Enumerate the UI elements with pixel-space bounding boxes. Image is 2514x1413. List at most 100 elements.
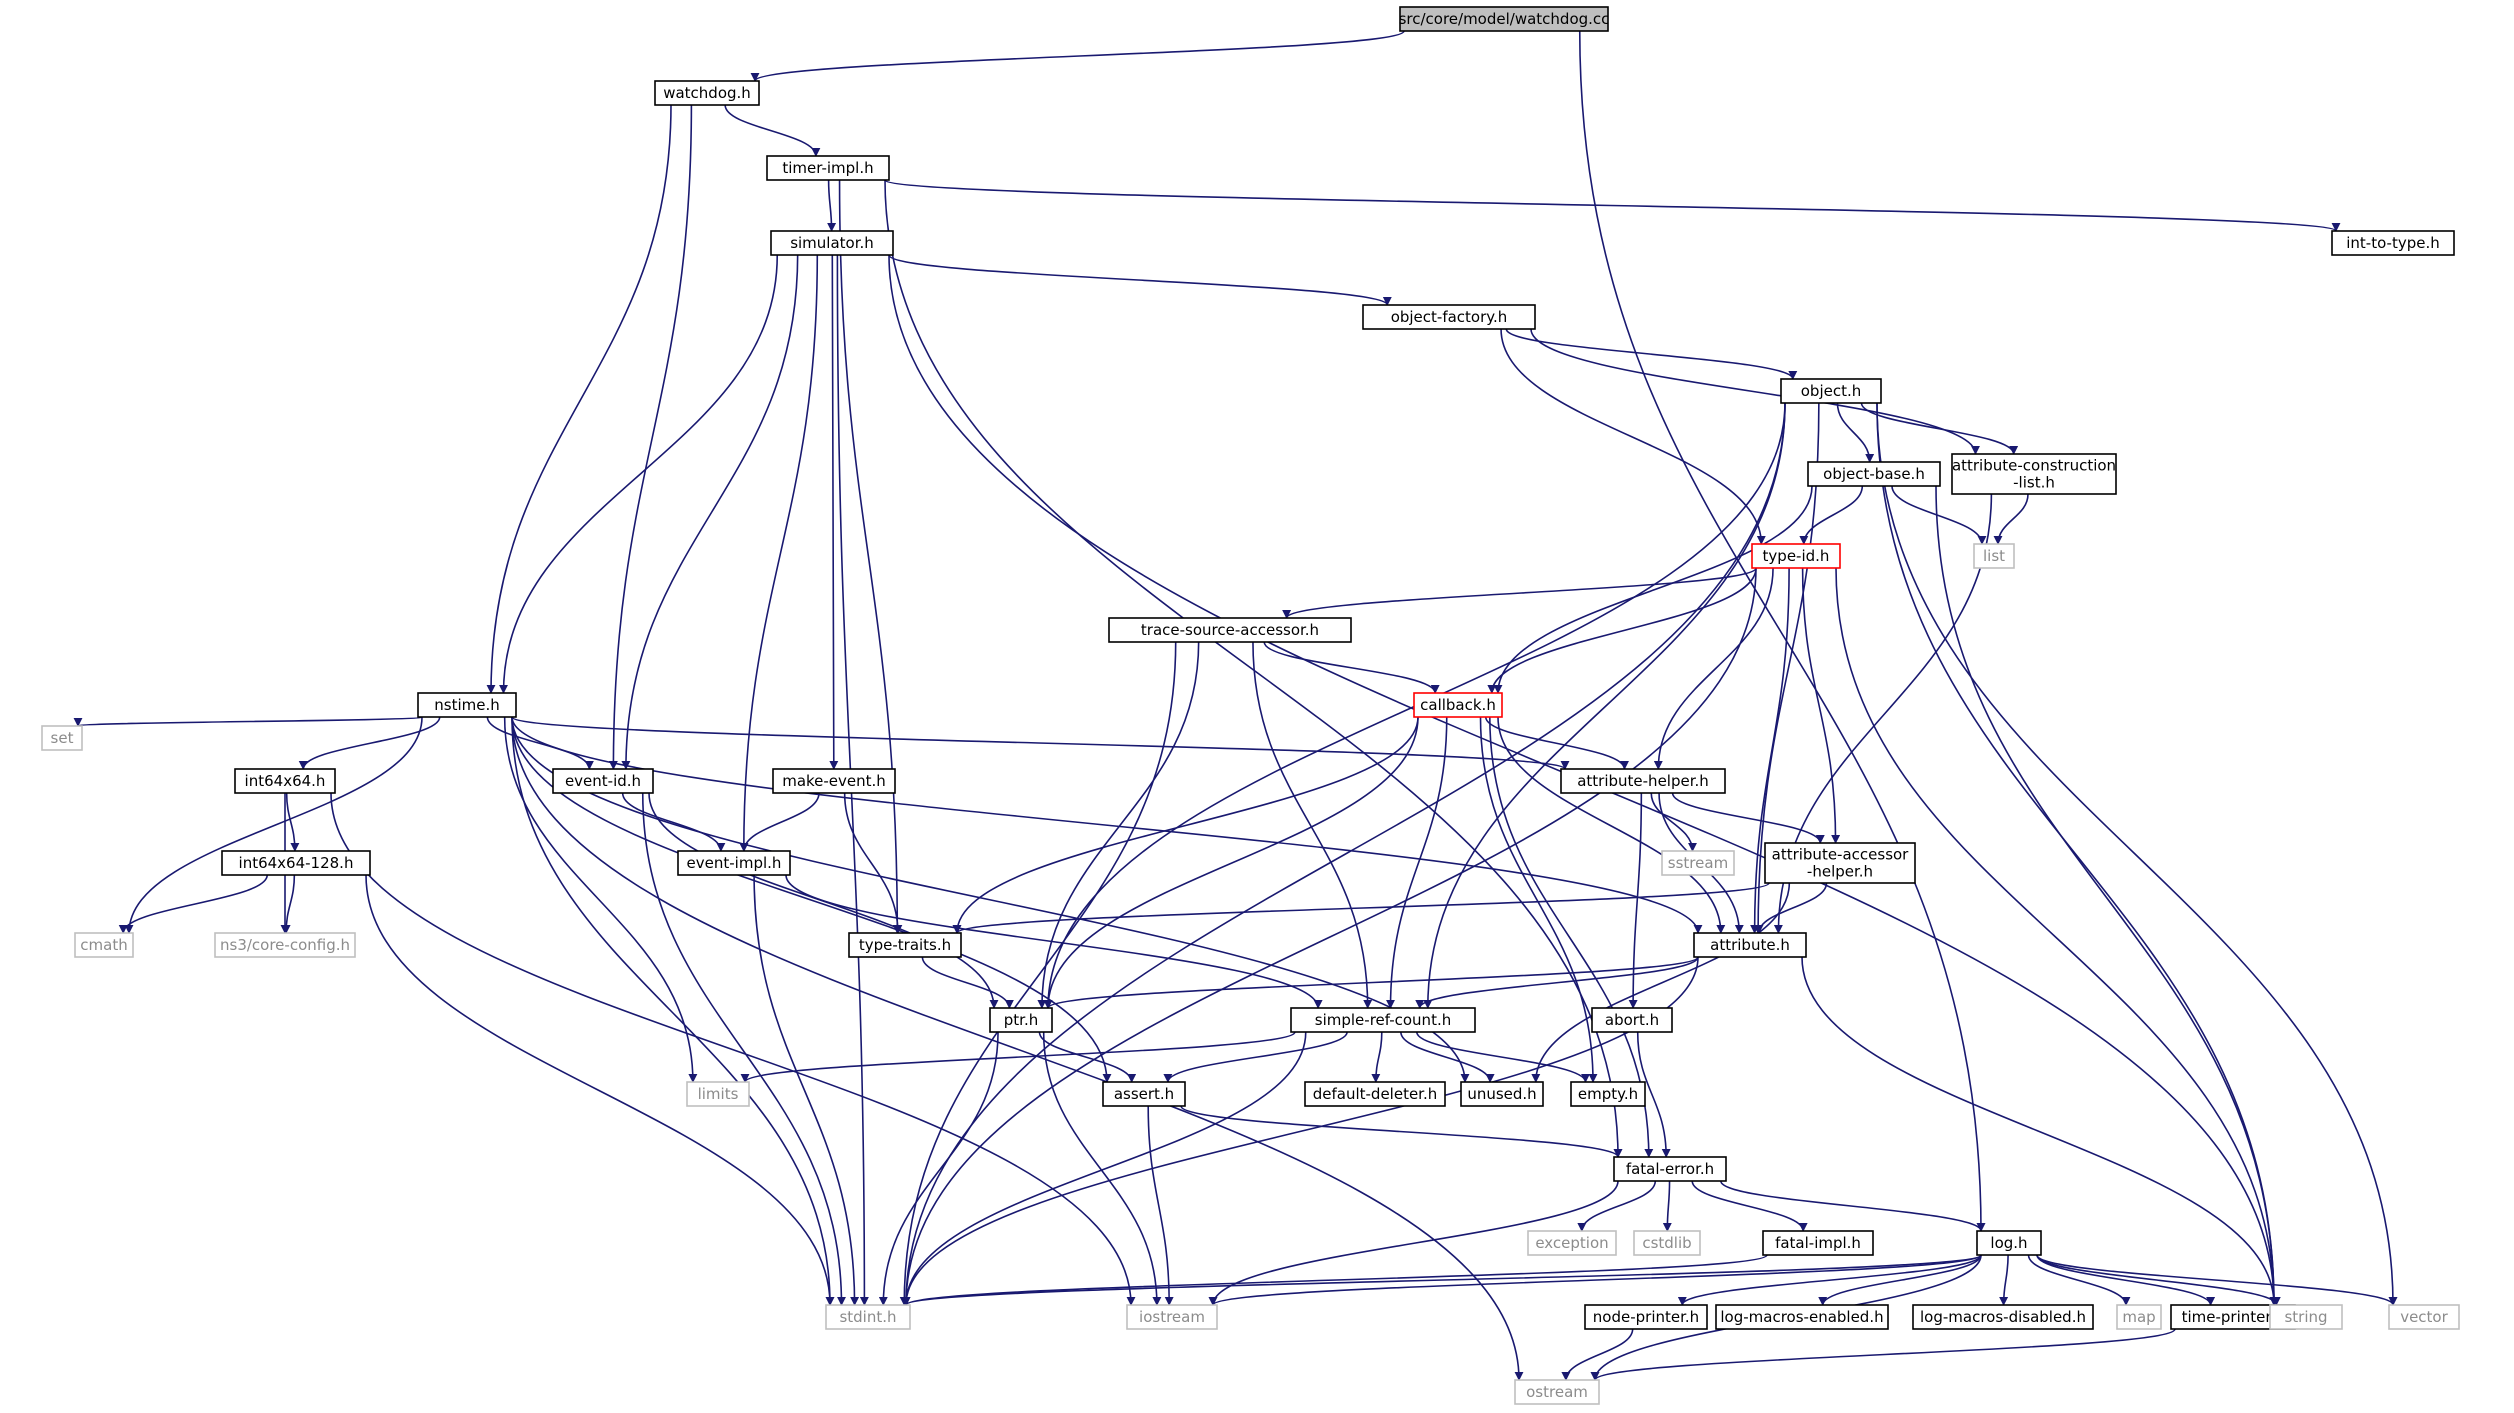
edge-arrow (1691, 1180, 1808, 1232)
node-label: -helper.h (1807, 863, 1873, 881)
node-int-to-type-h[interactable]: int-to-type.h (2331, 230, 2455, 256)
edge-simulator-h-to-make-event-h (829, 254, 839, 770)
node-int64x64-h[interactable]: int64x64.h (234, 768, 336, 794)
edge-arrow (1799, 485, 1864, 545)
edge-arrow (1801, 956, 2279, 1306)
edge-arrow (499, 254, 779, 694)
edge-ptr-h-to-iostream (1042, 1031, 1162, 1306)
node-ptr-h[interactable]: ptr.h (989, 1007, 1053, 1033)
node-label: abort.h (1605, 1011, 1659, 1029)
node-label: time-printer.h (2182, 1308, 2285, 1326)
node-simple-ref-count-h[interactable]: simple-ref-count.h (1290, 1007, 1476, 1033)
node-watchdog-cc[interactable]: src/core/model/watchdog.cc (1399, 6, 1610, 32)
node-trace-source-accessor-h[interactable]: trace-source-accessor.h (1108, 617, 1352, 643)
edge-nstime-h-to-stdint-h (511, 716, 835, 1306)
node-string: string (2269, 1304, 2343, 1330)
node-abort-h[interactable]: abort.h (1591, 1007, 1673, 1033)
edge-arrow (1801, 567, 1841, 844)
edge-arrow (1677, 1254, 1982, 1306)
edge-arrow (1180, 1105, 1623, 1158)
node-timer-impl-h[interactable]: timer-impl.h (766, 155, 890, 181)
edge-assert-h-to-iostream (1147, 1105, 1174, 1306)
edge-arrow (118, 874, 268, 934)
node-label: watchdog.h (663, 84, 751, 102)
node-fatal-error-h[interactable]: fatal-error.h (1613, 1156, 1727, 1182)
node-event-impl-h[interactable]: event-impl.h (677, 850, 791, 876)
edge-callback-h-to-simple-ref-count-h (1386, 716, 1448, 1009)
edge-node-printer-h-to-ostream (1561, 1328, 1634, 1381)
node-attribute-helper-h[interactable]: attribute-helper.h (1560, 768, 1726, 794)
node-box (2116, 1304, 2162, 1330)
edge-object-base-h-to-string (1935, 485, 2279, 1306)
node-unused-h[interactable]: unused.h (1460, 1081, 1544, 1107)
node-log-h[interactable]: log.h (1976, 1230, 2042, 1256)
edge-arrow (1650, 792, 1697, 852)
edge-log-h-to-map (2027, 1254, 2131, 1306)
node-assert-h[interactable]: assert.h (1102, 1081, 1186, 1107)
node-node-printer-h[interactable]: node-printer.h (1584, 1304, 1708, 1330)
node-box (1102, 1081, 1186, 1107)
node-label: empty.h (1578, 1085, 1638, 1103)
node-label: simple-ref-count.h (1315, 1011, 1451, 1029)
node-attr-accessor-helper-h[interactable]: attribute-accessor-helper.h (1764, 842, 1916, 884)
edge-arrow (901, 567, 1757, 1306)
node-object-h[interactable]: object.h (1780, 378, 1882, 404)
edge-watchdog-h-to-timer-impl-h (724, 104, 821, 157)
edge-arrow (1163, 1031, 1348, 1083)
edge-log-h-to-vector (2036, 1254, 2398, 1306)
node-make-event-h[interactable]: make-event.h (772, 768, 896, 794)
node-box (766, 155, 890, 181)
node-box (2269, 1304, 2343, 1330)
node-simulator-h[interactable]: simulator.h (770, 230, 894, 256)
edge-fatal-error-h-to-exception (1577, 1180, 1657, 1232)
edge-arrow (1415, 956, 1699, 1009)
node-int64x64-128-h[interactable]: int64x64-128.h (221, 850, 371, 876)
edge-arrow (1400, 1031, 1495, 1083)
node-default-deleter-h[interactable]: default-deleter.h (1304, 1081, 1446, 1107)
edge-arrow (74, 716, 423, 727)
node-event-id-h[interactable]: event-id.h (552, 768, 654, 794)
node-log-macros-enabled-h[interactable]: log-macros-enabled.h (1715, 1304, 1889, 1330)
node-attr-construction-list-h[interactable]: attribute-construction-list.h (1951, 453, 2117, 495)
edge-fatal-impl-h-to-stdint-h (901, 1254, 1768, 1306)
edge-arrow (921, 956, 1014, 1009)
node-type-id-h[interactable]: type-id.h (1751, 543, 1841, 569)
node-box (417, 692, 517, 718)
node-callback-h[interactable]: callback.h (1413, 692, 1503, 718)
node-object-factory-h[interactable]: object-factory.h (1362, 304, 1536, 330)
node-attribute-h[interactable]: attribute.h (1693, 932, 1807, 958)
edge-arrow (1561, 1328, 1634, 1381)
node-empty-h[interactable]: empty.h (1570, 1081, 1646, 1107)
node-label: string (2284, 1308, 2327, 1326)
node-box (1661, 850, 1735, 876)
node-box (654, 80, 760, 106)
node-label: src/core/model/watchdog.cc (1399, 10, 1610, 28)
node-label: fatal-error.h (1626, 1160, 1714, 1178)
node-box (989, 1007, 1053, 1033)
node-nstime-h[interactable]: nstime.h (417, 692, 517, 718)
node-label: nstime.h (434, 696, 500, 714)
node-label: object-factory.h (1391, 308, 1508, 326)
node-box (1613, 1156, 1727, 1182)
edge-int64x64-128-h-to-core-config-h (281, 874, 296, 934)
edge-simulator-h-to-object-factory-h (888, 254, 1392, 306)
edge-nstime-h-to-set (74, 716, 423, 727)
edge-object-h-to-vector (1876, 402, 2398, 1306)
edge-arrow (511, 716, 835, 1306)
node-watchdog-h[interactable]: watchdog.h (654, 80, 760, 106)
edge-arrow (1636, 1031, 1671, 1158)
edge-arrow (1487, 567, 1757, 694)
node-log-macros-disabled-h[interactable]: log-macros-disabled.h (1912, 1304, 2094, 1330)
node-label: int-to-type.h (2346, 234, 2440, 252)
node-fatal-impl-h[interactable]: fatal-impl.h (1762, 1230, 1874, 1256)
edge-time-printer-h-to-ostream (1590, 1328, 2176, 1381)
node-box (1460, 1081, 1544, 1107)
edge-arrow (1147, 1105, 1174, 1306)
edge-timer-impl-h-to-int-to-type-h (884, 179, 2340, 232)
node-type-traits-h[interactable]: type-traits.h (848, 932, 962, 958)
edge-arrow (1415, 1031, 1590, 1083)
node-object-base-h[interactable]: object-base.h (1807, 461, 1941, 487)
edge-arrow (503, 716, 698, 1083)
node-box (1762, 1230, 1874, 1256)
node-label: type-traits.h (859, 936, 951, 954)
